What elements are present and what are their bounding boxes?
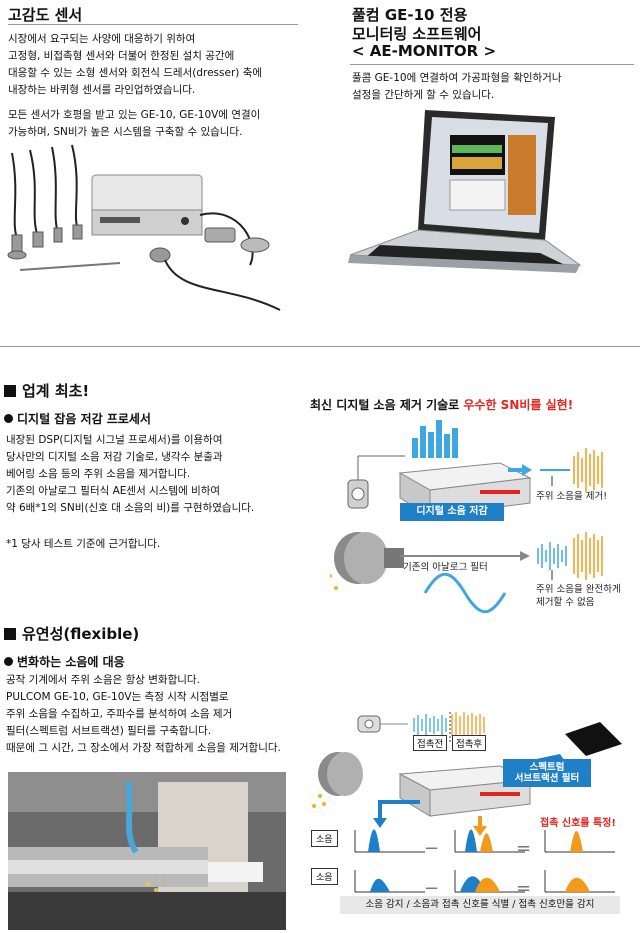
divider	[8, 24, 298, 25]
software-title-line3: < AE-MONITOR >	[352, 42, 497, 60]
spectrum-subtraction-filter-label: 스펙트럼 서브트랙션 필터	[503, 759, 591, 787]
result-noise-removed: 주위 소음을 제거!	[536, 491, 608, 502]
changing-noise-subheading: 변화하는 소음에 대응	[4, 653, 125, 670]
sensor-section-title: 고감도 센서	[8, 6, 83, 24]
dsp-description: 내장된 DSP(디지털 시그널 프로세서)를 이용하여 당사만의 디지털 소음 …	[6, 434, 255, 514]
identify-contact-signal: 접촉 신호를 특정!	[540, 818, 616, 829]
flexible-heading: 유연성(flexible)	[4, 623, 139, 644]
equals-sign-2: =	[516, 878, 532, 899]
dot-bullet-icon	[4, 414, 13, 423]
sensor-lineup-image	[7, 144, 281, 311]
minus-sign-1: −	[424, 838, 440, 859]
footnote: *1 당사 테스트 기준에 근거합니다.	[6, 538, 161, 550]
software-title-line2: 모니터링 소프트웨어	[352, 25, 482, 43]
digital-noise-reduction-label: 디지털 소음 저감	[400, 503, 504, 521]
section-divider	[0, 346, 640, 347]
dsp-subheading: 디지털 잡음 저감 프로세서	[4, 410, 151, 427]
result-noise-remains: 주위 소음을 완전하게 제거할 수 없음	[536, 584, 621, 608]
process-summary-bar: 소음 감지 / 소음과 접촉 신호를 식별 / 접촉 신호만을 감지	[340, 896, 620, 914]
noise-label-1: 소음	[311, 830, 338, 847]
square-bullet-icon	[4, 627, 16, 640]
digital-noise-diagram	[330, 420, 603, 614]
industry-first-heading: 업계 최초!	[4, 380, 89, 401]
software-description: 풀콤 GE-10에 연결하여 가공파형을 확인하거나 설정을 간단하게 할 수 …	[352, 72, 562, 101]
analog-filter-label: 기존의 아날로그 필터	[403, 562, 488, 573]
after-contact-label: 접촉후	[452, 735, 487, 751]
minus-sign-2: −	[424, 878, 440, 899]
before-contact-label: 접촉전	[413, 735, 448, 751]
equals-sign-1: =	[516, 838, 532, 859]
noise-label-2: 소음	[311, 868, 338, 885]
square-bullet-icon	[4, 384, 16, 397]
software-title-line1: 풀컴 GE-10 전용	[352, 6, 468, 24]
divider	[350, 64, 634, 65]
digital-noise-diagram-title: 최신 디지털 소음 제거 기술로 우수한 SN비를 실현!	[310, 398, 574, 412]
flexible-description: 공작 기계에서 주위 소음은 항상 변화합니다. PULCOM GE-10, G…	[6, 674, 281, 754]
sensor-description: 시장에서 요구되는 사양에 대응하기 위하여 고정형, 비접촉형 센서와 더불어…	[8, 33, 263, 138]
laptop-image	[348, 110, 582, 273]
machine-tool-photo	[8, 772, 286, 930]
dot-bullet-icon	[4, 657, 13, 666]
